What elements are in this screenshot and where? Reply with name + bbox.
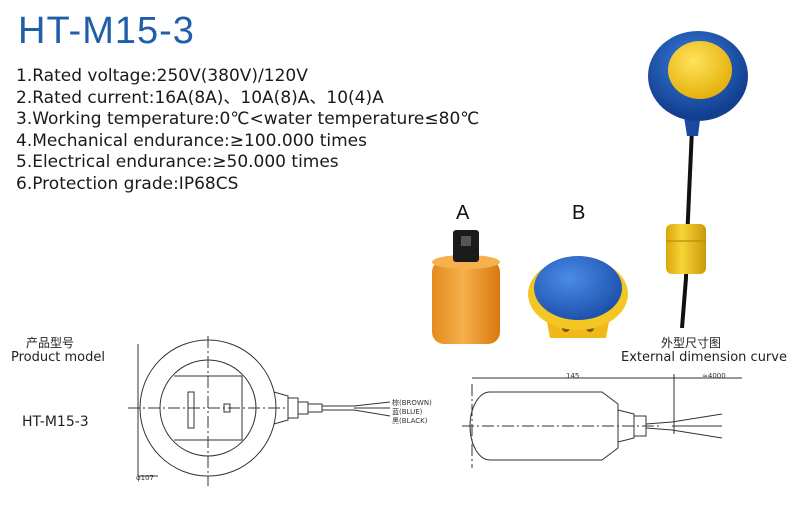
spec-list: 1.Rated voltage:250V(380V)/120V 2.Rated … [16, 66, 479, 195]
spec-item: 3.Working temperature:0℃<water temperatu… [16, 109, 480, 129]
wire-blue-label: 蓝(BLUE) [392, 408, 423, 416]
spec-item: 5.Electrical endurance:≥50.000 times [16, 152, 339, 172]
product-model-label-en: Product model [11, 350, 105, 365]
variant-b-label: B [572, 202, 586, 224]
top-view-drawing [128, 336, 391, 486]
external-dimension-label-cn: 外型尺寸图 [661, 336, 722, 350]
side-view-drawing [462, 374, 742, 468]
product-model-label-cn: 产品型号 [26, 336, 75, 350]
float-switch-photo [648, 31, 748, 329]
diameter-label: φ107 [136, 474, 154, 482]
length-label: 145 [566, 372, 580, 380]
variant-b-float-image [528, 256, 628, 338]
spec-item: 4.Mechanical endurance:≥100.000 times [16, 130, 367, 151]
product-model-value: HT-M15-3 [22, 414, 89, 430]
cable-length-label: ≈4000 [702, 372, 726, 380]
wire-black-label: 黑(BLACK) [392, 417, 428, 425]
wire-brown-label: 棕(BROWN) [392, 399, 432, 407]
page-title: HT-M15-3 [18, 10, 195, 52]
spec-item: 2.Rated current:16A(8A)、10A(8)A、10(4)A [16, 87, 384, 108]
spec-item: 6.Protection grade:IP68CS [16, 173, 239, 194]
variant-a-float-image [432, 230, 500, 344]
external-dimension-label-en: External dimension curve [621, 350, 787, 365]
variant-a-label: A [456, 202, 470, 224]
spec-item: 1.Rated voltage:250V(380V)/120V [16, 66, 308, 86]
